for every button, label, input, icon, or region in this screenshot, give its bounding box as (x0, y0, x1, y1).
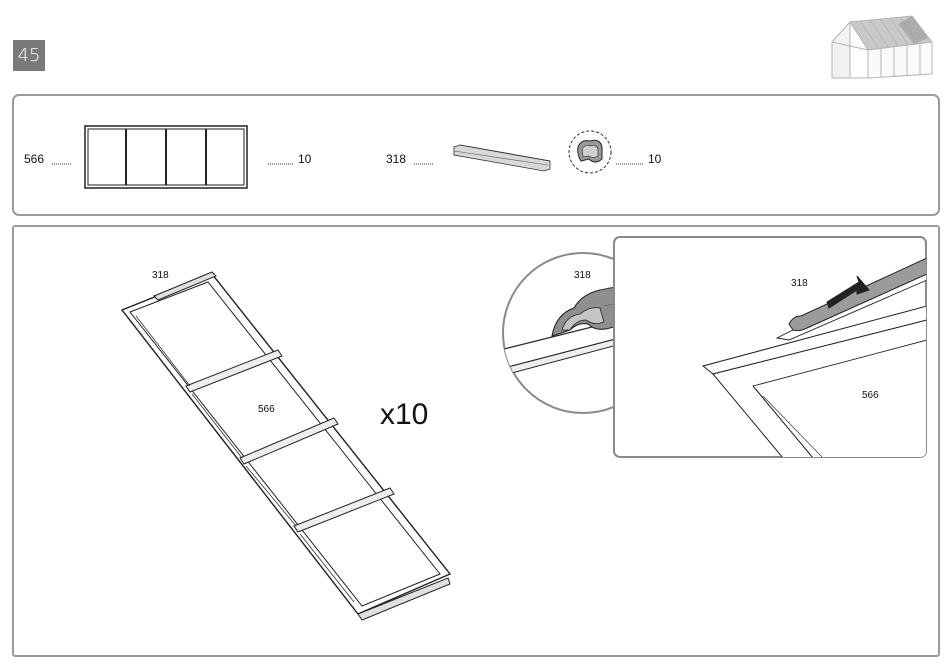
step-number-badge: 45 (13, 40, 45, 71)
zoom-box-panel-label: 566 (862, 390, 879, 401)
zoom-detail-box (613, 236, 927, 458)
leader-line (52, 163, 74, 165)
leader-line (414, 163, 436, 165)
leader-line (616, 163, 646, 165)
profile-318-cross-section-icon (567, 129, 613, 175)
panel-566-part-drawing (84, 125, 248, 189)
profile-318-part-drawing (452, 143, 552, 173)
part-code-566: 566 (24, 152, 44, 166)
greenhouse-thumbnail-icon (828, 12, 938, 84)
quantity-multiplier: x10 (380, 398, 428, 432)
zoom-circle-profile-label: 318 (574, 270, 591, 281)
main-panel-label: 566 (258, 404, 275, 415)
part-code-318: 318 (386, 152, 406, 166)
part-quantity-318: 10 (648, 152, 661, 166)
leader-line (268, 163, 296, 165)
zoom-box-profile-label: 318 (791, 278, 808, 289)
part-quantity-566: 10 (298, 152, 311, 166)
roof-panel-assembly-drawing (118, 262, 458, 622)
main-profile-label: 318 (152, 270, 169, 281)
